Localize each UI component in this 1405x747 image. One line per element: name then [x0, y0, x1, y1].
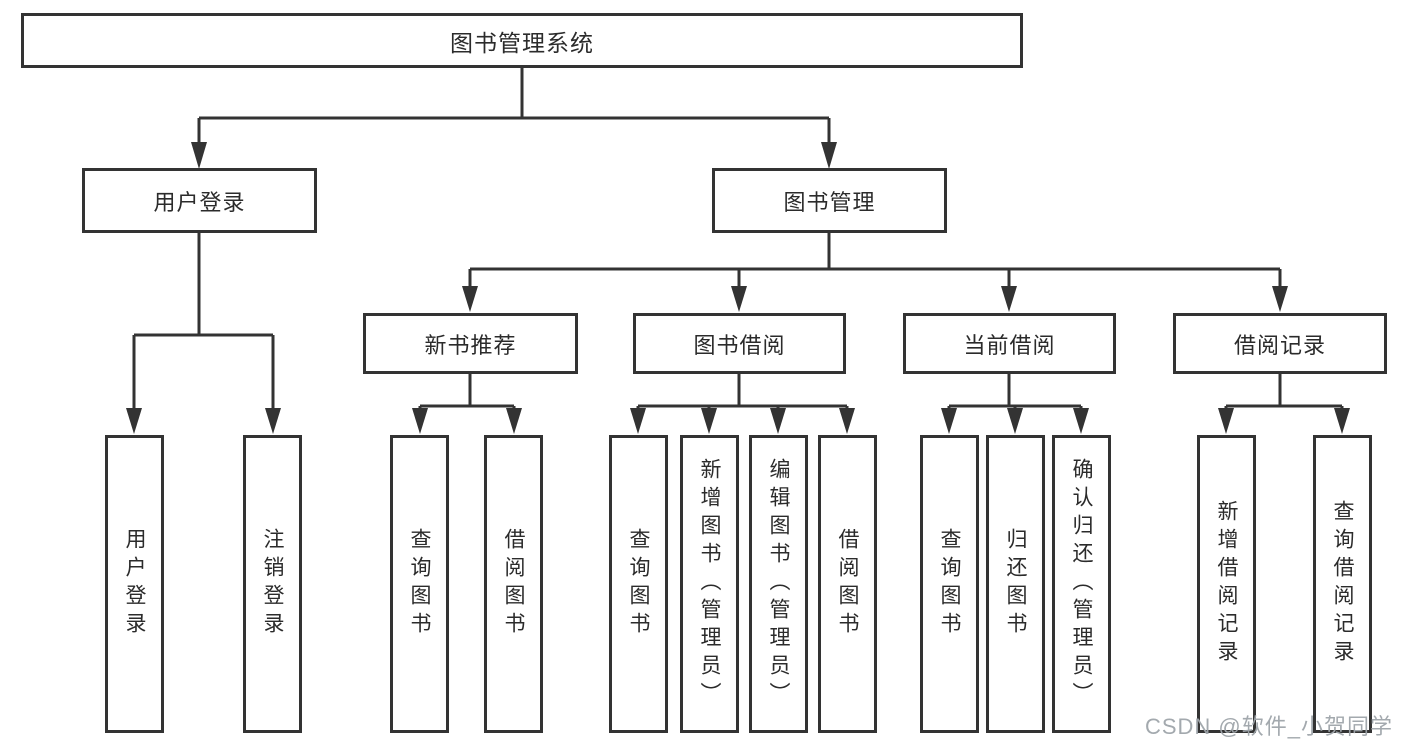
leaf-query-borrow-record-label: 查询借阅记录: [1331, 500, 1354, 668]
leaf-borrow-borrow-books: 借阅图书: [818, 435, 877, 733]
connector-root-to-level2: [197, 66, 831, 145]
leaf-logout: 注销登录: [243, 435, 302, 733]
leaf-newbook-query-books: 查询图书: [390, 435, 449, 733]
leaf-newbook-query-books-label: 查询图书: [408, 528, 431, 640]
node-library-management-system: 图书管理系统: [21, 13, 1023, 68]
leaf-return-books-label: 归还图书: [1004, 528, 1027, 640]
leaf-newbook-borrow-books-label: 借阅图书: [502, 528, 525, 640]
connector-newbook-to-leaves: [418, 372, 516, 411]
connector-userlogin-to-leaves: [132, 231, 275, 411]
node-borrowing-records: 借阅记录: [1173, 313, 1387, 374]
leaf-query-borrow-record: 查询借阅记录: [1313, 435, 1372, 733]
node-book-management: 图书管理: [712, 168, 947, 233]
leaf-borrow-query-books-label: 查询图书: [627, 528, 650, 640]
leaf-confirm-return-admin: 确认归还（管理员）: [1052, 435, 1111, 733]
leaf-add-borrow-record: 新增借阅记录: [1197, 435, 1256, 733]
connector-bookmgmt-to-level3: [468, 231, 1282, 289]
node-current-borrowing: 当前借阅: [903, 313, 1116, 374]
leaf-add-books-admin-label: 新增图书（管理员）: [698, 458, 721, 710]
leaf-current-query-books: 查询图书: [920, 435, 979, 733]
leaf-confirm-return-admin-label: 确认归还（管理员）: [1070, 458, 1093, 710]
connector-bookborrow-to-leaves: [636, 372, 849, 411]
leaf-add-borrow-record-label: 新增借阅记录: [1215, 500, 1238, 668]
leaf-current-query-books-label: 查询图书: [938, 528, 961, 640]
node-book-borrowing: 图书借阅: [633, 313, 846, 374]
leaf-edit-books-admin: 编辑图书（管理员）: [749, 435, 808, 733]
connector-currentborrow-to-leaves: [947, 372, 1083, 411]
leaf-borrow-borrow-books-label: 借阅图书: [836, 528, 859, 640]
csdn-watermark: CSDN @软件_小贺同学: [1144, 714, 1393, 739]
leaf-user-login-label: 用户登录: [123, 528, 146, 640]
leaf-add-books-admin: 新增图书（管理员）: [680, 435, 739, 733]
node-user-login: 用户登录: [82, 168, 317, 233]
leaf-borrow-query-books: 查询图书: [609, 435, 668, 733]
leaf-logout-label: 注销登录: [261, 528, 284, 640]
connector-borrowrecords-to-leaves: [1224, 372, 1344, 411]
leaf-edit-books-admin-label: 编辑图书（管理员）: [767, 458, 790, 710]
node-new-book-recommendation: 新书推荐: [363, 313, 578, 374]
leaf-newbook-borrow-books: 借阅图书: [484, 435, 543, 733]
leaf-user-login: 用户登录: [105, 435, 164, 733]
arrowheads: [126, 142, 1350, 434]
leaf-return-books: 归还图书: [986, 435, 1045, 733]
